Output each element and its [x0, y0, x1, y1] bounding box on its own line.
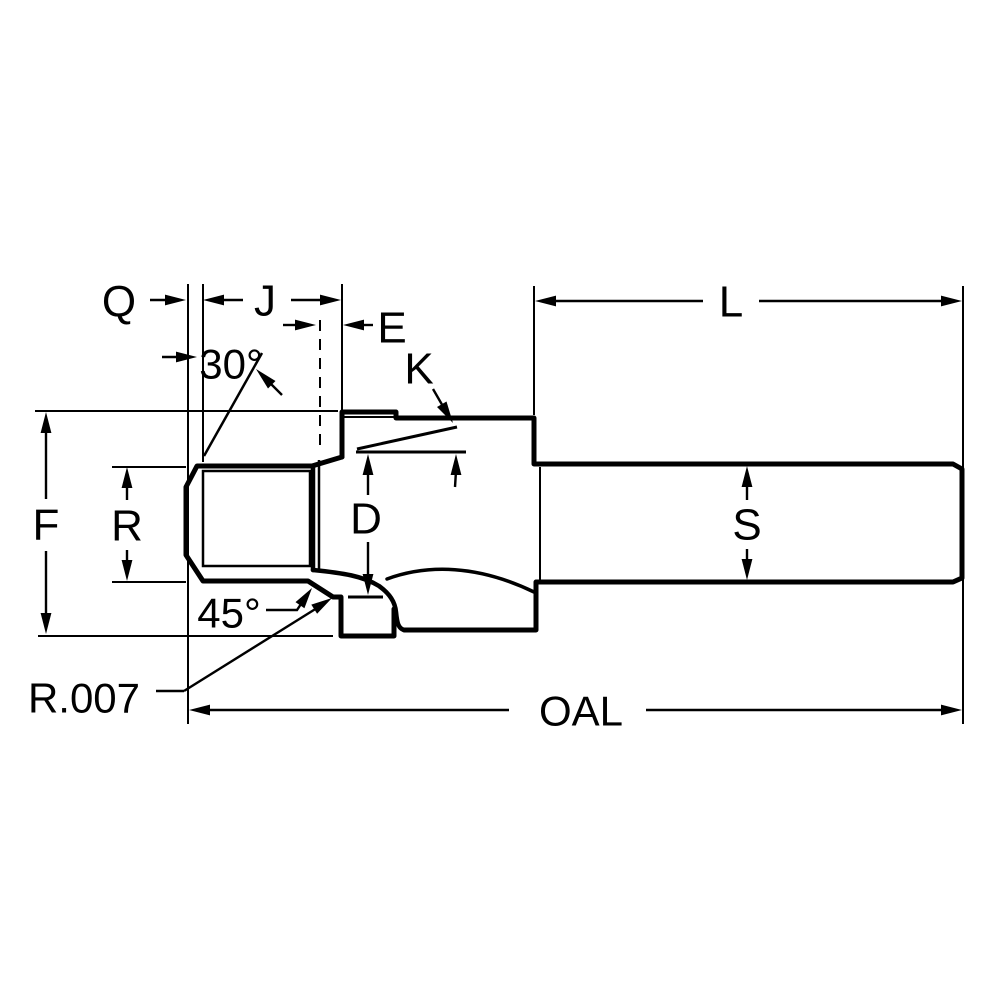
dim-r: R [111, 467, 143, 581]
dim-q-arrow-right [165, 294, 186, 306]
dim-oal: OAL [189, 688, 962, 735]
k-reference-arrow [450, 454, 462, 475]
dim-j: J [203, 277, 341, 326]
callout-k-arrow [437, 401, 453, 423]
dim-l-arrow-right [941, 295, 962, 307]
callout-corner-radius: R.007 [28, 598, 332, 722]
undercut-radius-curve [310, 567, 409, 633]
dim-e-arrow-right [343, 319, 364, 331]
callout-k: K [404, 345, 462, 488]
label-s: S [732, 501, 761, 550]
label-oal: OAL [539, 688, 623, 735]
dim-d: D [350, 454, 382, 595]
label-l: L [719, 278, 743, 327]
label-e: E [377, 304, 406, 353]
body-and-shank-outline [339, 409, 965, 633]
callout-45-arrow [295, 588, 312, 609]
extension-lines [35, 284, 964, 724]
dim-l: L [535, 278, 962, 327]
callout-r007-leader [183, 606, 318, 693]
chamfer-angle-line [202, 352, 264, 457]
dim-oal-arrow-right [941, 704, 962, 716]
dim-d-arrow-bottom [362, 574, 374, 595]
dim-e-arrow-left [295, 319, 316, 331]
dim-f: F [33, 412, 60, 634]
dim-d-arrow-top [362, 454, 374, 475]
callout-30-degrees: 30° [162, 341, 283, 457]
dim-r-arrow-bottom [121, 560, 133, 581]
insert-rake-edge [356, 425, 458, 451]
callout-30-leader-tail [270, 383, 283, 396]
dim-j-arrow-right [320, 294, 341, 306]
dim-oal-arrow-left [189, 704, 210, 716]
dim-s-arrow-bottom [741, 559, 753, 580]
callout-45-leader [266, 603, 302, 612]
tool-outline [183, 409, 965, 639]
label-d: D [350, 495, 382, 544]
dim-f-arrow-top [40, 412, 52, 433]
dim-q: Q [102, 278, 186, 327]
label-j: J [254, 277, 276, 326]
callout-30-arrow [176, 351, 197, 363]
pilot-thread-minor-lines [201, 469, 312, 568]
dim-j-arrow-left [203, 294, 224, 306]
dim-s-arrow-top [741, 466, 753, 487]
label-corner-radius: R.007 [28, 675, 140, 722]
label-r: R [111, 502, 143, 551]
label-30-degrees: 30° [199, 341, 263, 388]
label-f: F [33, 501, 60, 550]
pilot-thread-outline [183, 463, 397, 639]
dim-s: S [732, 466, 762, 580]
flute-relief-arc [385, 567, 536, 594]
label-q: Q [102, 278, 136, 327]
pilot-top-chamfer [309, 454, 345, 469]
callout-30-leader-arrow [256, 369, 276, 389]
dim-f-arrow-bottom [40, 613, 52, 634]
dim-r-arrow-top [121, 467, 133, 488]
callout-45-degrees: 45° [197, 588, 312, 637]
label-k: K [404, 345, 433, 394]
callout-r007-arrow [311, 598, 332, 614]
label-45-degrees: 45° [197, 590, 261, 637]
dim-e: E [283, 304, 407, 353]
dim-l-arrow-left [535, 295, 556, 307]
